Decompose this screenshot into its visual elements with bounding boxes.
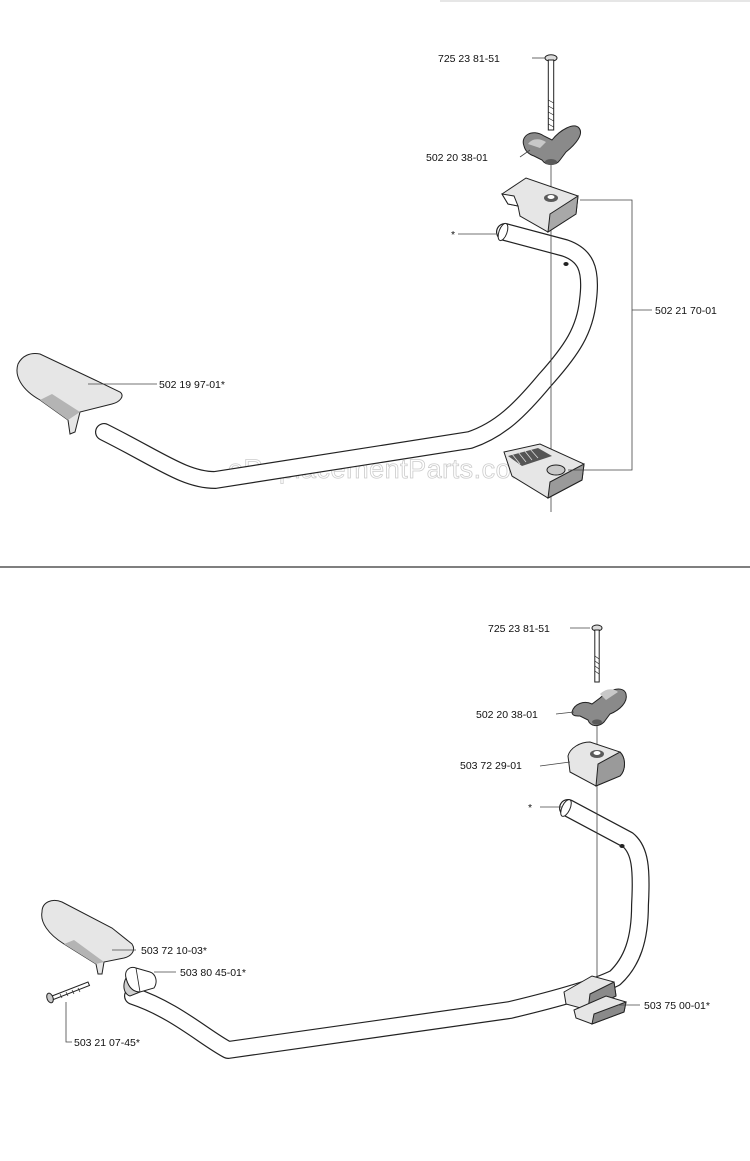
top-label-grip: 502 19 97-01* — [159, 379, 225, 391]
top-label-clamp-kit: 502 21 70-01 — [655, 305, 717, 317]
bottom-label-clamp-bottom: 503 75 00-01* — [644, 1000, 710, 1012]
top-label-bolt: 725 23 81-51 — [438, 53, 500, 65]
bottom-tube-hole — [619, 844, 625, 848]
bottom-screw — [46, 981, 91, 1004]
top-knob — [522, 125, 581, 165]
top-handle-tube — [95, 222, 599, 489]
bottom-grip-clamp — [123, 967, 157, 997]
top-grip — [16, 353, 123, 435]
top-label-star: * — [451, 229, 455, 241]
bottom-knob — [571, 688, 627, 727]
bottom-label-star: * — [528, 802, 532, 814]
tube-end-cap — [497, 222, 509, 242]
top-bolt — [544, 54, 558, 131]
bottom-grip — [41, 899, 135, 975]
bottom-label-grip-clamp: 503 80 45-01* — [180, 967, 246, 979]
bottom-label-bolt: 725 23 81-51 — [488, 623, 550, 635]
tube-hole — [563, 262, 569, 266]
bottom-label-screw: 503 21 07-45* — [74, 1037, 140, 1049]
top-diagram: 725 23 81-51 502 20 38-01 * 502 21 70-01… — [16, 53, 717, 512]
bottom-clamp-top-block — [567, 741, 625, 787]
bottom-diagram: 725 23 81-51 502 20 38-01 503 72 29-01 *… — [41, 623, 710, 1059]
top-kit-bracket — [568, 199, 633, 471]
top-clamp-bottom-block — [503, 443, 585, 499]
top-clamp-block — [501, 177, 579, 233]
bottom-label-clamp-top: 503 72 29-01 — [460, 760, 522, 772]
bottom-tube-end-cap — [560, 799, 572, 817]
bottom-bolt — [591, 624, 603, 683]
bottom-clamp-bottom — [563, 975, 627, 1025]
bottom-label-knob: 502 20 38-01 — [476, 709, 538, 721]
bottom-handle-tube — [124, 799, 650, 1059]
top-label-knob: 502 20 38-01 — [426, 152, 488, 164]
bottom-label-grip: 503 72 10-03* — [141, 945, 207, 957]
